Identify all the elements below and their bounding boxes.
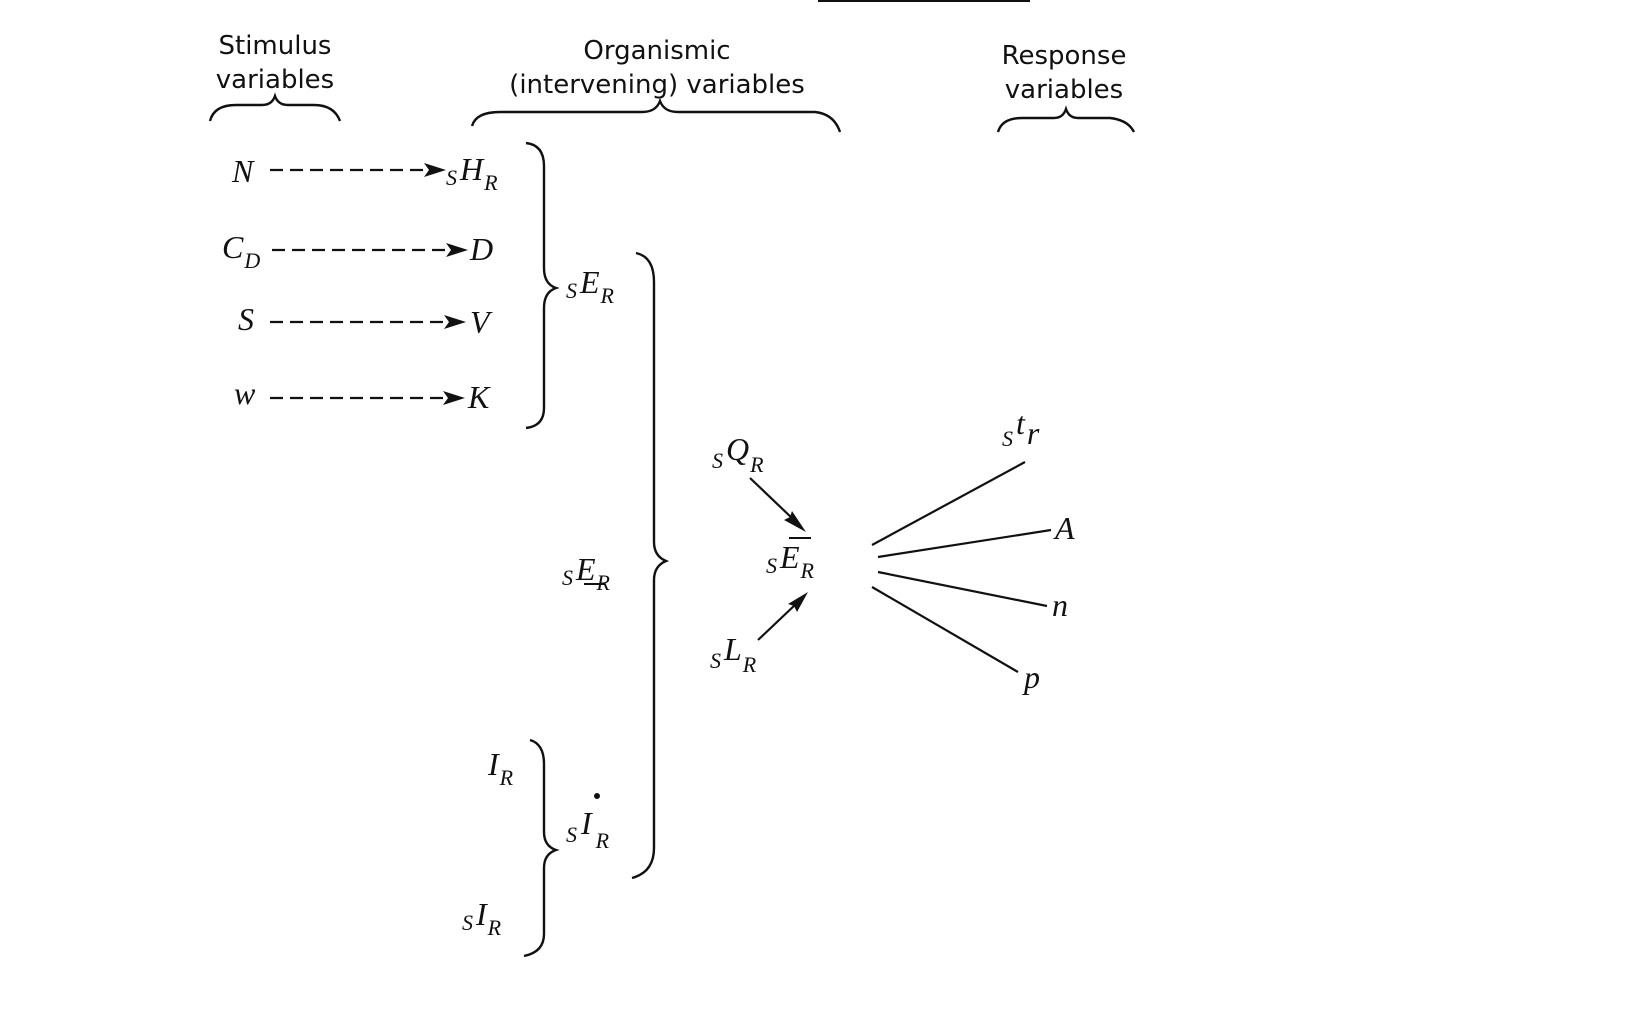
line-to-a — [877, 528, 1052, 559]
stimulus-header-line2: variables — [216, 65, 334, 95]
var-d: D — [469, 231, 493, 267]
var-sqr: SQR — [712, 431, 764, 477]
stimulus-header-line1: Stimulus — [219, 31, 332, 61]
response-header: Response variables — [996, 41, 1136, 133]
var-ser-underline: SER — [562, 551, 611, 595]
brace-group-to-ser — [525, 141, 560, 430]
brace-inhibition — [523, 738, 560, 958]
stimulus-header: Stimulus variables — [208, 31, 342, 122]
stimulus-var-n: N — [231, 153, 255, 189]
var-sebarr: SER — [766, 539, 815, 583]
arrowhead-slr-to-sebarr — [788, 592, 808, 612]
stimulus-var-s: S — [238, 301, 254, 337]
arrowhead-sqr-to-sebarr — [784, 511, 806, 532]
arrow-slr-to-sebarr — [757, 603, 797, 641]
arrowhead-w-to-k — [443, 391, 465, 405]
response-var-p: p — [1022, 659, 1040, 695]
organismic-header-line1: Organismic — [583, 36, 730, 66]
line-to-n — [877, 570, 1048, 608]
stimulus-header-brace — [208, 92, 342, 122]
arrowhead-n-to-shr — [424, 163, 446, 177]
brace-large-to-ser-underline — [631, 251, 670, 880]
var-sir: SIR — [462, 896, 502, 940]
arrowhead-s-to-v — [444, 315, 466, 329]
var-v: V — [470, 304, 493, 340]
arrowhead-cd-to-d — [446, 243, 468, 257]
response-header-line1: Response — [1002, 41, 1127, 71]
var-k: K — [467, 379, 491, 415]
response-var-a: A — [1053, 510, 1075, 546]
response-header-brace — [996, 105, 1136, 133]
organismic-header-line2: (intervening) variables — [509, 70, 805, 100]
sidotr-dot — [594, 793, 600, 799]
var-slr: SLR — [710, 631, 757, 677]
var-shr: SHR — [446, 151, 498, 195]
line-to-str — [871, 461, 1026, 546]
response-header-line2: variables — [1005, 75, 1123, 105]
stimulus-var-w: w — [234, 375, 256, 411]
response-var-n: n — [1052, 587, 1068, 623]
line-to-p — [871, 586, 1019, 673]
organismic-header-brace — [470, 97, 842, 133]
arrow-sqr-to-sebarr — [749, 477, 795, 521]
response-var-str: Str — [1002, 405, 1040, 451]
stimulus-var-cd: CD — [222, 229, 260, 273]
var-ser: SER — [566, 264, 615, 308]
var-ir: IR — [487, 746, 514, 790]
organismic-header: Organismic (intervening) variables — [470, 36, 842, 133]
